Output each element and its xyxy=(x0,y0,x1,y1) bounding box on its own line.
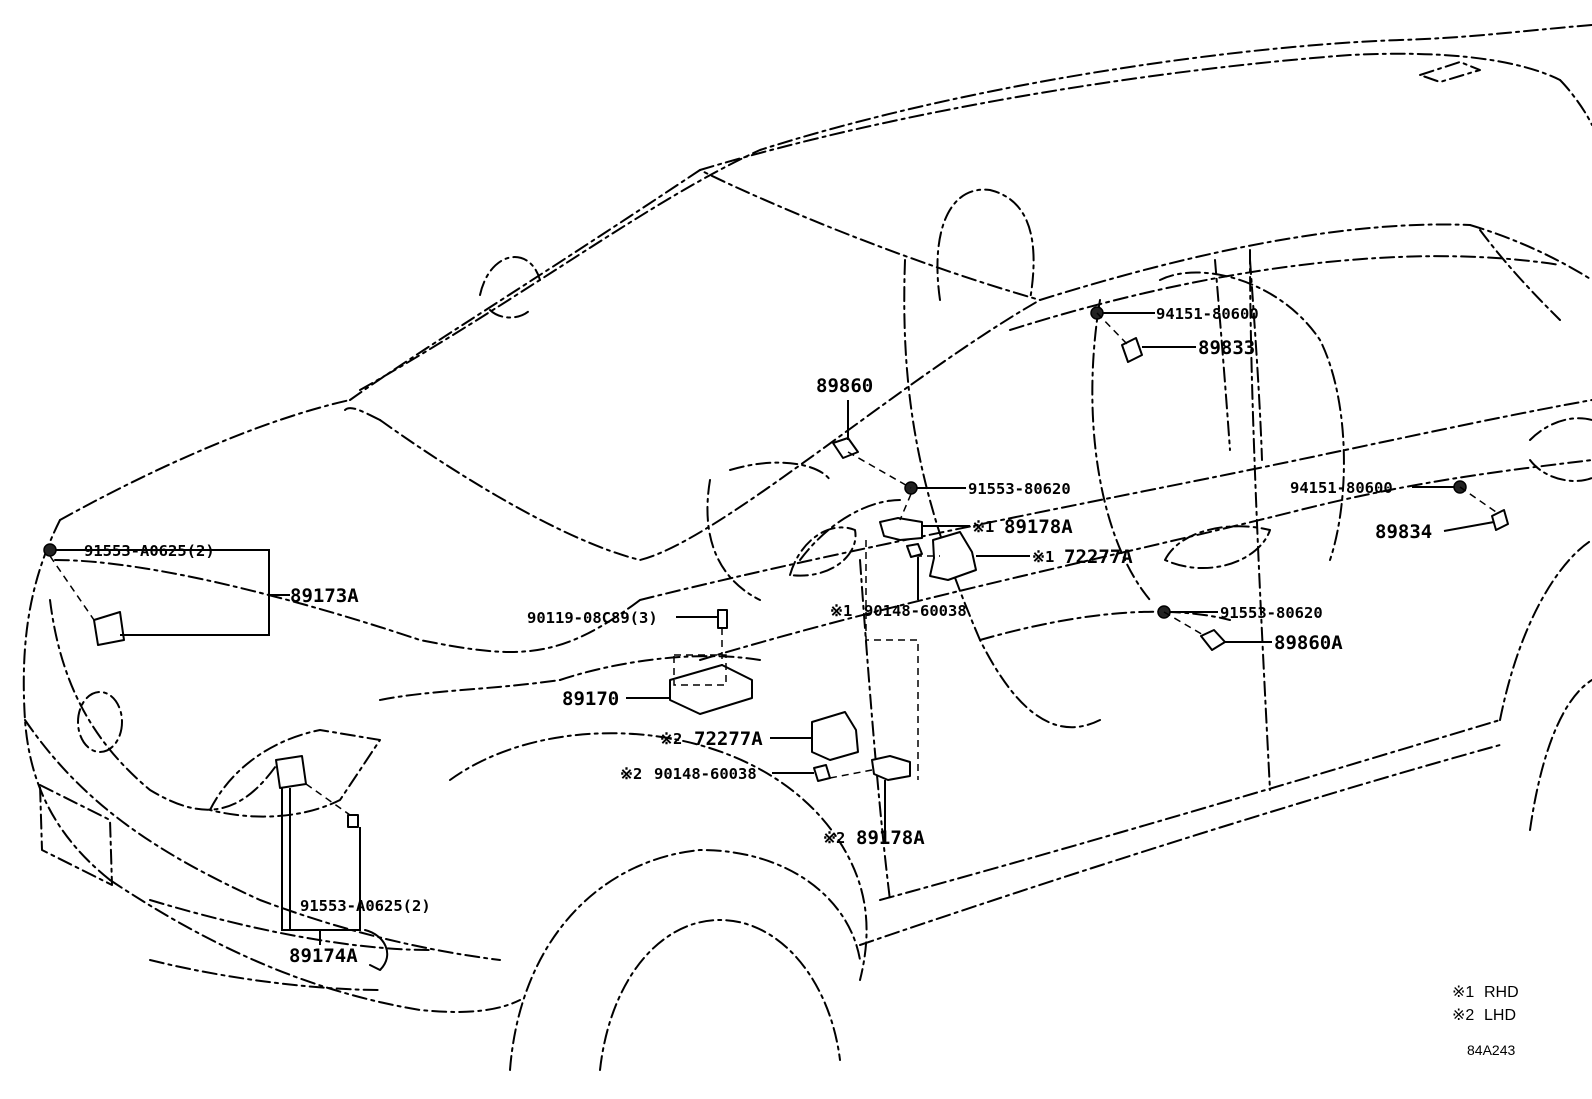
label-94151-80600-upper: 94151-80600 xyxy=(1156,305,1259,323)
vehicle-body-outline xyxy=(22,24,1592,1071)
airbag-ecu-89170 xyxy=(669,664,753,715)
diagram-code: 84A243 xyxy=(1467,1042,1515,1058)
label-89178A-rhd-mark: ※1 xyxy=(972,518,994,536)
label-89173A: 89173A xyxy=(290,585,359,607)
label-89178A-lhd: 89178A xyxy=(856,827,925,849)
label-89860: 89860 xyxy=(816,375,873,397)
sensor-89173A xyxy=(93,611,125,646)
label-90148-lhd-mark: ※2 xyxy=(620,765,642,783)
leader-lines xyxy=(56,312,1495,971)
label-72277A-rhd-mark: ※1 xyxy=(1032,548,1054,566)
label-89833: 89833 xyxy=(1198,337,1255,359)
bracket-72277A-rhd xyxy=(929,531,977,581)
sensor-89833 xyxy=(1121,337,1143,363)
label-89178A-rhd: 89178A xyxy=(1004,516,1073,538)
label-90119-08C89: 90119-08C89(3) xyxy=(527,609,658,627)
legend-text-lhd: LHD xyxy=(1484,1007,1516,1024)
bracket-72277A-lhd xyxy=(811,711,859,761)
label-90148-60038-rhd: 90148-60038 xyxy=(864,602,967,620)
legend-text-rhd: RHD xyxy=(1484,984,1519,1001)
bolt-90119-08C89 xyxy=(717,609,728,629)
legend: ※1 RHD ※2 LHD 84A243 xyxy=(1452,984,1519,1058)
label-91553-80620-lower: 91553-80620 xyxy=(1220,604,1323,622)
sensor-89178A-lhd xyxy=(871,755,911,781)
label-94151-80600-right: 94151-80600 xyxy=(1290,479,1393,497)
label-90148-rhd-mark: ※1 xyxy=(830,602,852,620)
sensor-89174A xyxy=(275,755,307,789)
label-89860A: 89860A xyxy=(1274,632,1343,654)
part-labels: 94151-80600 89833 89860 91553-80620 ※1 8… xyxy=(84,305,1432,967)
installation-guides xyxy=(49,312,1497,816)
label-91553-80620-upper: 91553-80620 xyxy=(968,480,1071,498)
label-72277A-rhd: 72277A xyxy=(1064,546,1133,568)
label-91553-A0625-upper: 91553-A0625(2) xyxy=(84,542,215,560)
sensor-89860A xyxy=(1200,629,1226,651)
label-90148-60038-lhd: 90148-60038 xyxy=(654,765,757,783)
bolt-91553-A0625-upper xyxy=(43,543,57,557)
bolt-90148-60038-lhd xyxy=(813,764,831,782)
legend-mark-1: ※1 xyxy=(1452,984,1474,1001)
label-89834: 89834 xyxy=(1375,521,1432,543)
label-91553-A0625-lower: 91553-A0625(2) xyxy=(300,897,431,915)
label-89178A-lhd-mark: ※2 xyxy=(823,829,845,847)
sensor-89834 xyxy=(1491,509,1509,531)
part-shapes xyxy=(43,306,1509,828)
label-72277A-lhd-mark: ※2 xyxy=(660,730,682,748)
sensor-89178A-rhd xyxy=(879,517,923,541)
sensor-89860 xyxy=(832,437,859,459)
label-89170: 89170 xyxy=(562,688,619,710)
label-72277A-lhd: 72277A xyxy=(694,728,763,750)
bolt-91553-A0625-lower xyxy=(347,814,359,828)
legend-mark-2: ※2 xyxy=(1452,1007,1474,1024)
label-89174A: 89174A xyxy=(289,945,358,967)
bolt-90148-60038-rhd xyxy=(906,543,923,558)
